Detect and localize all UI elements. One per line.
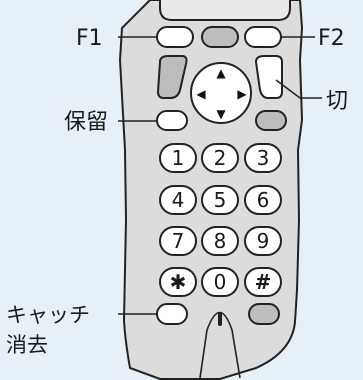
key-8-label: 8 xyxy=(214,229,227,253)
key-star[interactable] xyxy=(159,267,197,297)
key-9[interactable] xyxy=(244,226,282,256)
key-5-label: 5 xyxy=(214,188,227,212)
key-7[interactable] xyxy=(159,226,197,256)
key-5[interactable] xyxy=(201,185,239,215)
right-grey-button[interactable] xyxy=(255,110,287,131)
key-6-label: 6 xyxy=(257,188,270,212)
key-3[interactable] xyxy=(244,143,282,173)
key-hash[interactable] xyxy=(244,267,282,297)
hold-label: 保留 xyxy=(64,110,108,135)
middle-top-button[interactable] xyxy=(201,26,239,48)
key-1[interactable] xyxy=(159,143,197,173)
key-hash-label: # xyxy=(255,270,272,294)
f2-label: F2 xyxy=(318,26,345,51)
key-9-label: 9 xyxy=(257,229,270,253)
hangup-leader-line xyxy=(275,79,322,99)
key-0[interactable] xyxy=(201,267,239,297)
bottom-ridge xyxy=(199,311,241,379)
key-8[interactable] xyxy=(201,226,239,256)
key-1-label: 1 xyxy=(172,146,185,170)
nav-down-icon[interactable]: ▼ xyxy=(216,107,226,121)
top-recess xyxy=(159,0,291,21)
f1-button[interactable] xyxy=(156,26,194,48)
key-2[interactable] xyxy=(201,143,239,173)
hangup-label: 切 xyxy=(326,89,348,114)
key-6[interactable] xyxy=(244,185,282,215)
key-star-label: ✱ xyxy=(170,270,187,294)
keypad: 1 2 3 4 5 6 7 8 9 ✱ 0 # xyxy=(159,143,282,297)
hold-button[interactable] xyxy=(156,110,188,131)
nav-right-icon[interactable]: ▶ xyxy=(237,87,247,101)
microphone-slot xyxy=(218,312,222,326)
bottom-right-button[interactable] xyxy=(248,303,280,325)
key-0-label: 0 xyxy=(214,270,227,294)
hangup-button[interactable] xyxy=(254,55,283,99)
key-2-label: 2 xyxy=(214,146,227,170)
f2-button[interactable] xyxy=(244,26,282,48)
key-4-label: 4 xyxy=(172,188,185,212)
f1-label: F1 xyxy=(76,26,103,51)
nav-left-icon[interactable]: ◀ xyxy=(196,87,206,101)
key-7-label: 7 xyxy=(172,229,185,253)
catch-cancel-button[interactable] xyxy=(156,303,188,325)
key-4[interactable] xyxy=(159,185,197,215)
navigation-pad[interactable] xyxy=(190,62,252,124)
catch-cancel-label-line2: 消去 xyxy=(6,333,48,357)
catch-cancel-label-line1: キャッチ xyxy=(6,303,90,327)
talk-button[interactable] xyxy=(156,55,188,99)
key-3-label: 3 xyxy=(257,146,270,170)
nav-up-icon[interactable]: ▲ xyxy=(216,66,226,80)
